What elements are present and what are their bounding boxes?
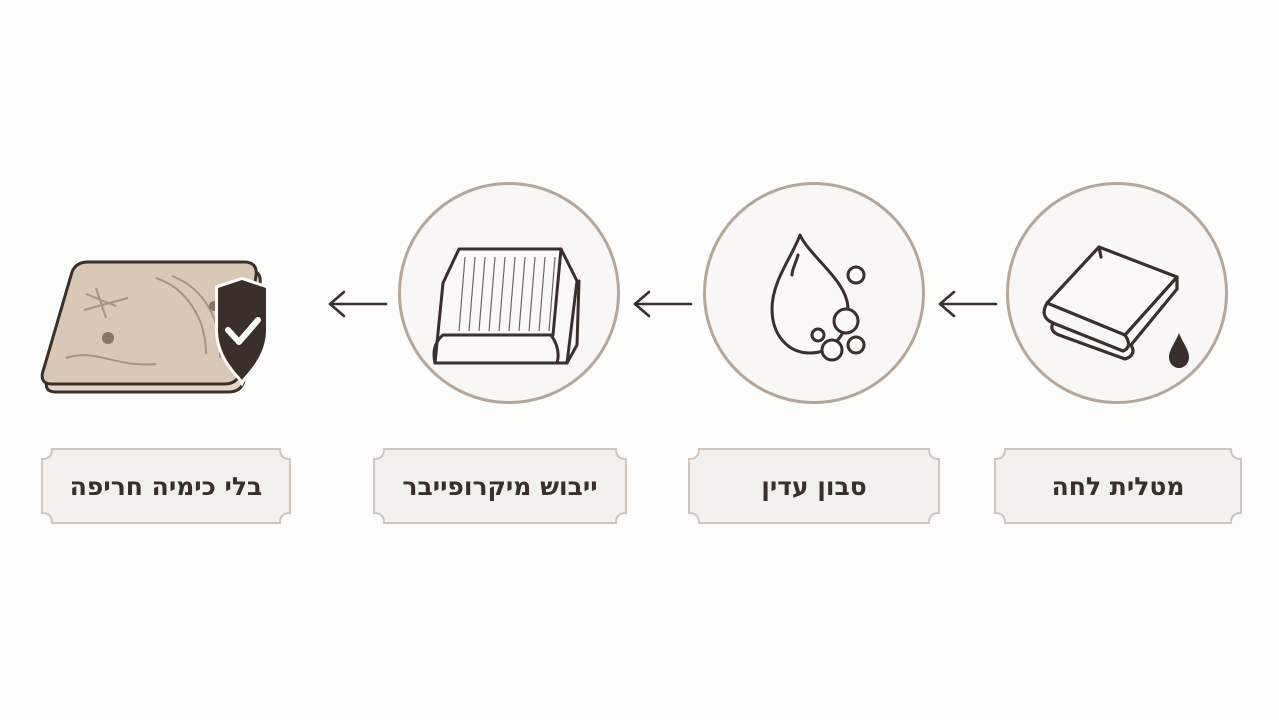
arrow-step3-to-step4 (328, 290, 388, 318)
soap-drop-icon (770, 233, 866, 362)
microfiber-towel-icon (432, 247, 581, 365)
step-wet-cloth-circle (1006, 182, 1228, 404)
step-label-soap: סבון עדין (761, 471, 867, 501)
step-label-card-3: ייבוש מיקרופייבר (372, 447, 628, 525)
step-stone-surface (36, 258, 316, 412)
arrow-step1-to-step2 (938, 290, 998, 318)
step-label-card-1: מטלית לחה (993, 447, 1243, 525)
stone-surface-shield-icon (40, 260, 269, 394)
step-label-wet-cloth: מטלית לחה (1051, 471, 1185, 501)
wet-cloth-icon (1042, 245, 1189, 368)
step-label-card-2: סבון עדין (687, 447, 941, 525)
step-microfiber-circle (398, 182, 620, 404)
step-label-no-harsh-chemicals: בלי כימיה חריפה (69, 471, 263, 501)
arrow-step2-to-step3 (633, 290, 693, 318)
step-soap-circle (703, 182, 925, 404)
step-label-microfiber: ייבוש מיקרופייבר (402, 471, 598, 501)
step-label-card-4: בלי כימיה חריפה (40, 447, 292, 525)
